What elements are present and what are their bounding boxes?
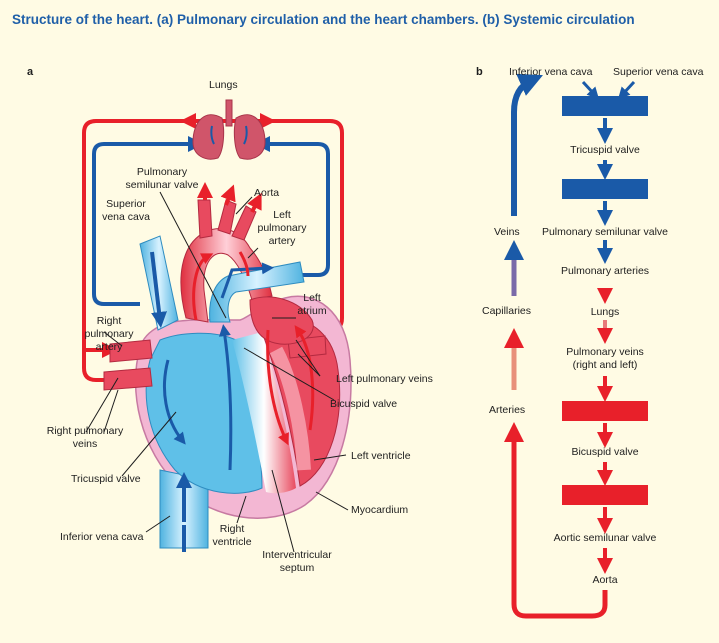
- label-b-pulmonary-veins: Pulmonary veins (right and left): [555, 346, 655, 372]
- lungs-illustration: [193, 100, 265, 159]
- label-right-ventricle: Right ventricle: [207, 523, 257, 549]
- label-b-veins: Veins: [494, 226, 520, 239]
- panel-a-letter: a: [27, 66, 33, 78]
- label-lungs: Lungs: [209, 79, 238, 92]
- label-right-pulmonary-artery: Right pulmonary artery: [84, 315, 134, 354]
- label-left-atrium: Left atrium: [292, 292, 332, 318]
- label-left-ventricle: Left ventricle: [351, 450, 411, 463]
- label-b-aorta: Aorta: [575, 574, 635, 587]
- label-superior-vena-cava: Superior vena cava: [96, 198, 156, 224]
- label-tricuspid-valve: Tricuspid valve: [71, 473, 141, 486]
- label-inferior-vena-cava-a: Inferior vena cava: [60, 531, 143, 544]
- label-b-inferior-vena-cava: Inferior vena cava: [509, 66, 592, 79]
- label-b-superior-vena-cava: Superior vena cava: [613, 66, 703, 79]
- label-myocardium: Myocardium: [351, 504, 408, 517]
- label-b-lungs: Lungs: [575, 306, 635, 319]
- label-b-pulmonary-arteries: Pulmonary arteries: [545, 265, 665, 278]
- label-b-arteries: Arteries: [489, 404, 525, 417]
- heart-illustration: [104, 190, 351, 552]
- label-b-aortic-semilunar-valve: Aortic semilunar valve: [540, 532, 670, 545]
- label-b-tricuspid-valve: Tricuspid valve: [555, 144, 655, 157]
- label-b-pulmonary-semilunar-valve: Pulmonary semilunar valve: [535, 226, 675, 239]
- label-b-bicuspid-valve: Bicuspid valve: [555, 446, 655, 459]
- panel-b-letter: b: [476, 66, 483, 78]
- label-left-pulmonary-veins: Left pulmonary veins: [336, 373, 433, 386]
- label-right-pulmonary-veins: Right pulmonary veins: [40, 425, 130, 451]
- label-aorta: Aorta: [254, 187, 279, 200]
- label-pulmonary-semilunar-valve: Pulmonary semilunar valve: [112, 166, 212, 192]
- label-b-capillaries: Capillaries: [482, 305, 531, 318]
- label-left-pulmonary-artery: Left pulmonary artery: [252, 209, 312, 248]
- label-interventricular-septum: Interventricular septum: [252, 549, 342, 575]
- label-bicuspid-valve: Bicuspid valve: [330, 398, 397, 411]
